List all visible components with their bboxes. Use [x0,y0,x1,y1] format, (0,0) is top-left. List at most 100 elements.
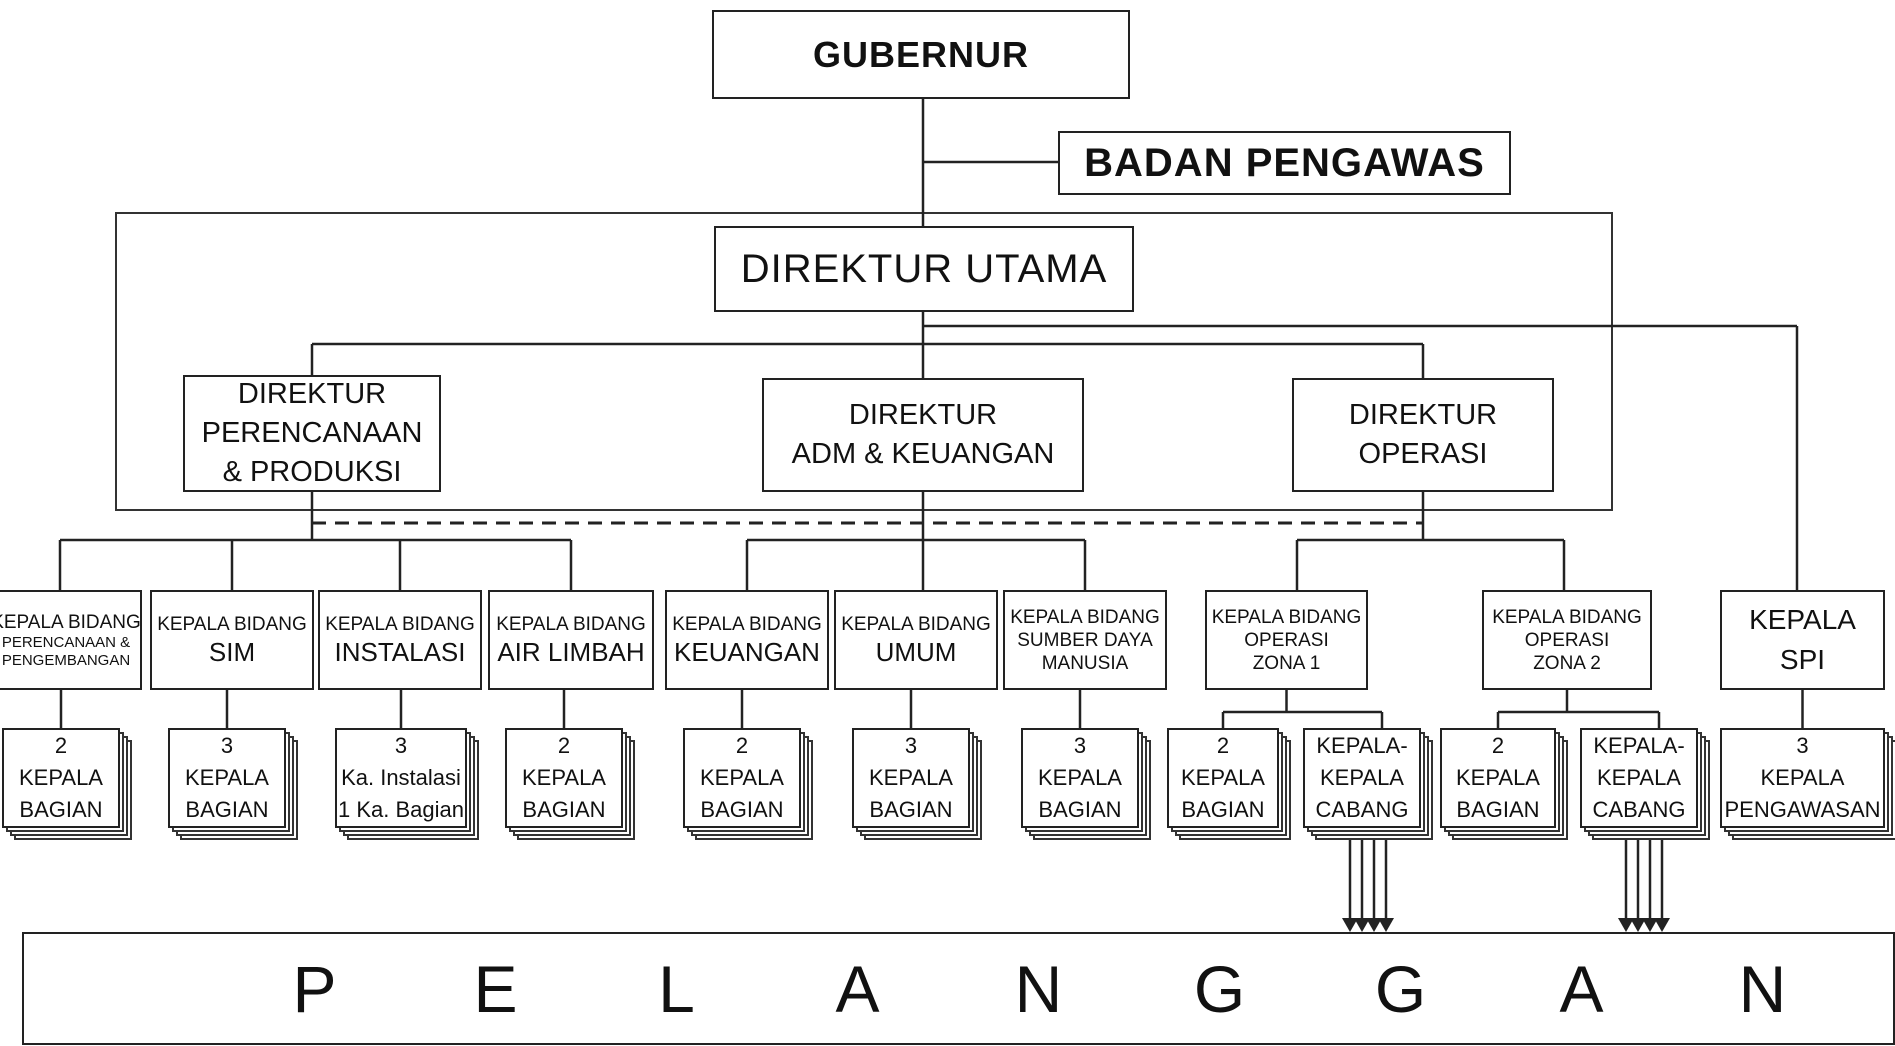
direktur-operasi-box-text: DIREKTUR [1348,399,1498,431]
kepala-bidang-sdm-box-text: SUMBER DAYA [1017,629,1153,651]
sub-unit-box-text: BAGIAN [1181,797,1265,822]
kepala-bidang-air-limbah-box-text: AIR LIMBAH [497,636,645,667]
sub-unit-box-text: KEPALA [522,765,606,790]
badan-pengawas-box-text: BADAN PENGAWAS [1084,140,1485,185]
kepala-bidang-keuangan-box-text: KEUANGAN [674,636,820,667]
kepala-bidang-sdm-box-text: MANUSIA [1041,652,1129,674]
pelanggan-letter: N [1014,951,1063,1026]
direktur-perencanaan-box-text: DIREKTUR [237,378,387,410]
sub-unit-box-text: KEPALA [1038,765,1122,790]
cabang1-arrow-3-head [1378,918,1394,932]
sub-unit-box-text: 3 [904,733,918,758]
sub-unit-box-text: 3 [220,733,234,758]
kepala-bidang-operasi-zona-1-box-text: OPERASI [1244,629,1329,651]
direktur-utama-box: DIREKTUR UTAMA [714,226,1134,312]
sub-unit-box-text: BAGIAN [1456,797,1540,822]
sub-unit-box-text: BAGIAN [700,797,784,822]
sub-unit-box-text: CABANG [1315,797,1409,822]
kepala-bidang-spi-box-text: SPI [1779,644,1826,675]
sub-unit-box-text: BAGIAN [19,797,103,822]
pelanggan-letter: P [292,951,337,1026]
pelanggan-letter: G [1374,951,1427,1026]
kepala-bidang-operasi-zona-2-box-text: ZONA 2 [1533,652,1601,674]
direktur-adm-keuangan-box-text: ADM & KEUANGAN [791,438,1055,470]
sub-unit-box-text: 2 [1216,733,1230,758]
kepala-bidang-sdm-box-text: KEPALA BIDANG [1010,606,1160,628]
sub-unit-box-text: KEPALA [1597,765,1681,790]
kepala-bidang-sim-box-text: KEPALA BIDANG [157,613,307,635]
pelanggan-letter: N [1738,951,1787,1026]
kepala-bidang-instalasi-box-text: INSTALASI [334,636,466,667]
gubernur-box-text: GUBERNUR [812,33,1029,75]
sub-unit-box-text: KEPALA [869,765,953,790]
sub-unit-box-text: BAGIAN [869,797,953,822]
kepala-bidang-operasi-zona-1-box-text: ZONA 1 [1252,652,1321,674]
cabang1-arrow-2-head [1366,918,1382,932]
sub-unit-box-text: KEPALA [1760,765,1845,790]
kepala-bidang-operasi-zona-2-box-text: KEPALA BIDANG [1492,606,1642,628]
cabang2-arrow-1-head [1630,918,1646,932]
kepala-bidang-perencanaan-pengembangan-box-text: KEPALA BIDANG [0,611,141,633]
sub-unit-box-text: 3 [1796,733,1809,758]
sub-unit-box-text: KEPALA [185,765,269,790]
sub-unit-box-text: 2 [1491,733,1505,758]
kepala-bidang-perencanaan-pengembangan-box-text: PENGEMBANGAN [1,651,131,669]
sub-unit-box: KEPALA- KEPALA CABANG [1580,728,1698,828]
sub-unit-box-text: KEPALA [1181,765,1265,790]
gubernur-box: GUBERNUR [712,10,1130,99]
cabang2-arrow-0-head [1618,918,1634,932]
kepala-bidang-spi-box: KEPALA SPI [1720,590,1885,690]
pelanggan-letter: E [473,951,518,1026]
sub-unit-box-text: KEPALA [1320,765,1404,790]
cabang2-arrow-2-head [1642,918,1658,932]
kepala-bidang-umum-box-text: KEPALA BIDANG [841,613,991,635]
kepala-bidang-air-limbah-box-text: KEPALA BIDANG [496,613,646,635]
sub-unit-box-text: 2 [735,733,749,758]
sub-unit-box-text: KEPALA- [1593,733,1685,758]
sub-unit-box-text: KEPALA [1456,765,1540,790]
sub-unit-box-text: 2 [54,733,68,758]
kepala-bidang-spi-box-text: KEPALA [1749,604,1856,635]
cabang2-arrow-3-head [1654,918,1670,932]
kepala-bidang-instalasi-box-text: KEPALA BIDANG [325,613,475,635]
direktur-utama-box-text: DIREKTUR UTAMA [740,246,1108,291]
pelanggan-letter: A [835,951,880,1026]
sub-unit-box-text: CABANG [1592,797,1686,822]
kepala-bidang-operasi-zona-1-box-text: KEPALA BIDANG [1211,606,1362,628]
direktur-operasi-box: DIREKTUR OPERASI [1292,378,1554,492]
pelanggan-letter: G [1193,951,1246,1026]
sub-unit-box-text: BAGIAN [522,797,606,822]
board-of-directors-frame [115,212,1613,511]
direktur-operasi-box-text: OPERASI [1358,438,1488,470]
sub-unit-box-text: BAGIAN [1038,797,1122,822]
badan-pengawas-box: BADAN PENGAWAS [1058,131,1511,195]
pelanggan-letter: A [1559,951,1604,1026]
kepala-bidang-keuangan-box-text: KEPALA BIDANG [672,613,822,635]
sub-unit-box: KEPALA- KEPALA CABANG [1303,728,1421,828]
sub-unit-box-text: 1 Ka. Bagian [338,797,464,822]
kepala-bidang-umum-box-text: UMUM [875,636,957,667]
pelanggan-letter: L [658,951,695,1026]
kepala-bidang-perencanaan-pengembangan-box-text: PERENCANAAN & [1,633,131,651]
cabang1-arrow-0-head [1342,918,1358,932]
sub-unit-box-text: PENGAWASAN [1724,797,1881,822]
sub-unit-box-text: KEPALA- [1316,733,1408,758]
sub-unit-box-text: KEPALA [700,765,784,790]
